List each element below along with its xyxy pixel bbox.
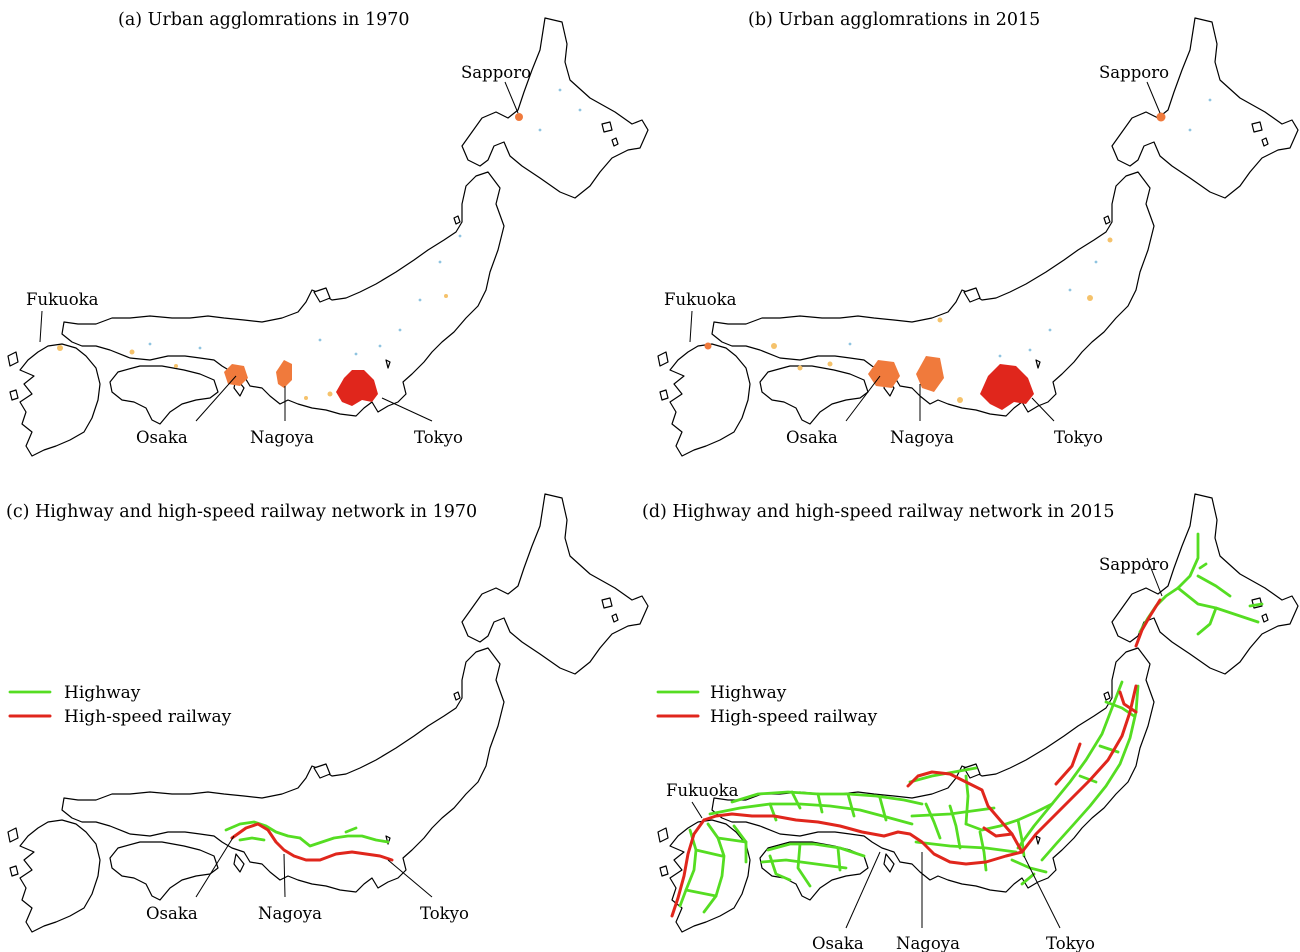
minor-settlement [1048,328,1052,332]
minor-settlement [438,260,442,264]
panel-d: (d) Highway and high-speed railway netwo… [642,476,1300,952]
railway-network [230,822,394,862]
small-agglomeration [937,317,943,323]
city-label-tokyo: Tokyo [414,428,463,447]
minor-settlement [198,346,202,350]
small-agglomeration [174,364,178,368]
legend-highway-label: Highway [64,683,141,703]
minor-settlement [458,234,462,238]
minor-settlement [398,328,402,332]
city-label-sapporo: Sapporo [461,63,531,82]
minor-settlement [378,344,382,348]
city-label-tokyo: Tokyo [1054,428,1103,447]
map-b: (b) Urban agglomrations in 2015 [657,10,1299,457]
minor-settlement [558,88,562,92]
minor-settlement [578,108,582,112]
city-label-osaka: Osaka [812,934,864,952]
small-agglomeration [129,349,135,355]
small-agglomeration [827,361,833,367]
panel-title: (b) Urban agglomrations in 2015 [748,10,1040,30]
minor-settlement [1068,288,1072,292]
sapporo-agglomeration [515,113,523,121]
city-label-osaka: Osaka [786,428,838,447]
tokyo-agglomeration [980,364,1034,410]
panel-a: (a) Urban agglomrations in 1970 [0,0,650,476]
small-agglomeration [444,294,448,298]
minor-settlement [1208,98,1212,102]
city-label-tokyo: Tokyo [1046,934,1095,952]
legend-railway-label: High-speed railway [710,707,878,727]
minor-settlement [418,298,422,302]
small-agglomeration [771,343,777,349]
city-label-nagoya: Nagoya [258,904,322,923]
highway-network [678,532,1264,914]
city-label-sapporo: Sapporo [1099,555,1169,574]
sapporo-agglomeration [1156,112,1166,122]
minor-settlement [998,354,1002,358]
panel-title: (c) Highway and high-speed railway netwo… [6,502,477,522]
legend-highway-label: Highway [710,683,787,703]
minor-settlement [1028,348,1032,352]
city-label-nagoya: Nagoya [896,934,960,952]
minor-settlement [148,342,152,346]
panel-b: (b) Urban agglomrations in 2015 [650,0,1300,476]
small-agglomeration [1107,237,1113,243]
osaka-agglomeration [224,364,248,386]
agglomerations [57,88,582,406]
city-label-sapporo: Sapporo [1099,63,1169,82]
small-agglomeration [797,365,803,371]
nagoya-agglomeration [276,360,292,388]
panel-title: (a) Urban agglomrations in 1970 [118,10,410,30]
city-label-osaka: Osaka [146,904,198,923]
minor-settlement [848,342,852,346]
city-leaders [689,81,1161,422]
highway-network [224,820,390,848]
nagoya-agglomeration [916,356,944,392]
panel-title: (d) Highway and high-speed railway netwo… [642,502,1115,522]
city-label-nagoya: Nagoya [890,428,954,447]
japan-outline [7,17,649,457]
small-agglomeration [957,397,963,403]
railway-network [670,598,1162,918]
minor-settlement [538,128,542,132]
city-label-fukuoka: Fukuoka [26,290,99,309]
minor-settlement [354,352,358,356]
legend-railway-label: High-speed railway [64,707,232,727]
city-label-nagoya: Nagoya [250,428,314,447]
city-label-fukuoka: Fukuoka [666,781,739,800]
city-label-tokyo: Tokyo [420,904,469,923]
city-leaders [195,835,433,898]
city-label-osaka: Osaka [136,428,188,447]
map-d: (d) Highway and high-speed railway netwo… [642,493,1299,952]
minor-settlement [1188,128,1192,132]
small-agglomeration [1087,295,1093,301]
japan-outline [657,17,1299,457]
fukuoka-agglomeration [57,345,63,351]
city-leaders [39,81,519,422]
legend: Highway High-speed railway [656,683,878,727]
minor-settlement [1094,260,1098,264]
legend: Highway High-speed railway [8,683,232,727]
panel-c: (c) Highway and high-speed railway netwo… [0,476,650,952]
tokyo-agglomeration [336,370,378,406]
map-a: (a) Urban agglomrations in 1970 [7,10,649,457]
fukuoka-agglomeration [704,342,712,350]
minor-settlement [318,338,322,342]
city-label-fukuoka: Fukuoka [664,290,737,309]
small-agglomeration [304,396,308,400]
small-agglomeration [327,391,333,397]
map-c: (c) Highway and high-speed railway netwo… [6,493,649,933]
city-leaders [691,557,1163,929]
